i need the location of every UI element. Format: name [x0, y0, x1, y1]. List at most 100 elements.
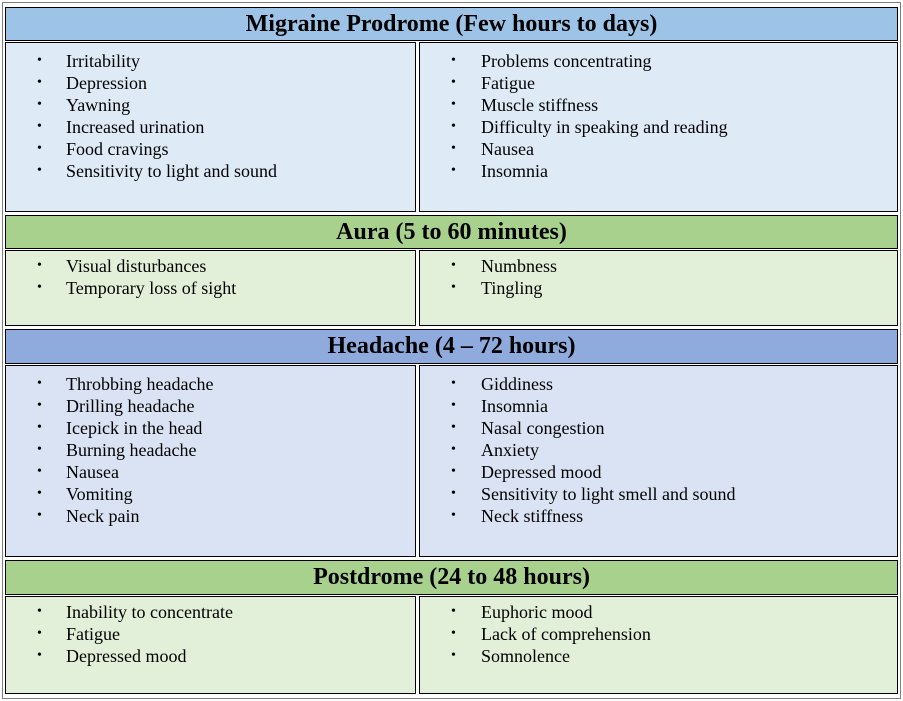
list-item: •Nausea [420, 138, 897, 160]
bullet-icon: • [451, 75, 456, 90]
list-item-text: Neck stiffness [481, 506, 584, 526]
bullet-icon: • [451, 486, 456, 501]
bullet-icon: • [37, 648, 42, 663]
list-item: • Problems concentrating [420, 50, 897, 72]
list-item-text: Sensitivity to light and sound [66, 161, 278, 181]
list-item: • Nasal congestion [420, 417, 897, 439]
list-item-text: Vomiting [66, 484, 133, 504]
section-header-postdrome: Postdrome (24 to 48 hours) [5, 560, 898, 595]
list-item-text: Giddiness [481, 374, 553, 394]
bullet-icon: • [37, 280, 42, 295]
list-item: • Icepick in the head [6, 417, 415, 439]
list-item-text: Irritability [66, 51, 140, 71]
list-item-text: Fatigue [481, 73, 535, 93]
list-item-text: Inability to concentrate [66, 602, 233, 622]
list-item: • Neck stiffness [420, 505, 897, 527]
bullet-icon: • [451, 420, 456, 435]
bullet-icon: • [451, 626, 456, 641]
list-item: •Neck pain [6, 505, 415, 527]
bullet-icon: • [451, 604, 456, 619]
bullet-icon: • [451, 442, 456, 457]
list-item: • Muscle stiffness [420, 94, 897, 116]
list-item: •Numbness [420, 255, 897, 277]
list-item-text: Icepick in the head [66, 418, 203, 438]
list-item-text: Nausea [66, 462, 119, 482]
bullet-icon: • [451, 163, 456, 178]
list-item: •Throbbing headache [6, 373, 415, 395]
aura-left-cell: •Visual disturbances•Temporary loss of s… [5, 250, 416, 326]
list-item: • Nausea [6, 461, 415, 483]
list-item-text: Depressed mood [481, 462, 602, 482]
list-item-text: Throbbing headache [66, 374, 214, 394]
list-item-text: Increased urination [66, 117, 205, 137]
bullet-icon: • [451, 280, 456, 295]
list-item-text: Muscle stiffness [481, 95, 599, 115]
list-item-text: Nasal congestion [481, 418, 605, 438]
prodrome-right-list: • Problems concentrating • Fatigue • Muscle s… [420, 50, 897, 182]
bullet-icon: • [451, 97, 456, 112]
list-item-text: Depressed mood [66, 646, 187, 666]
list-item: •Food cravings [6, 138, 415, 160]
bullet-icon: • [37, 258, 42, 273]
postdrome-left-cell: •Inability to concentrate • Fatigue • Depres… [5, 596, 416, 694]
prodrome-right-cell: • Problems concentrating • Fatigue • Muscle s… [419, 42, 898, 212]
list-item: •Drilling headache [6, 395, 415, 417]
list-item-text: Temporary loss of sight [66, 278, 237, 298]
list-item: • Giddiness [420, 373, 897, 395]
list-item: • Fatigue [420, 72, 897, 94]
list-item: • Vomiting [6, 483, 415, 505]
bullet-icon: • [37, 75, 42, 90]
bullet-icon: • [37, 486, 42, 501]
list-item: •Difficulty in speaking and reading [420, 116, 897, 138]
bullet-icon: • [37, 163, 42, 178]
bullet-icon: • [37, 626, 42, 641]
postdrome-right-list: •Euphoric mood•Lack of comprehension•Som… [420, 601, 897, 667]
list-item: •Inability to concentrate [6, 601, 415, 623]
list-item-text: Fatigue [66, 624, 120, 644]
list-item: • Somnolence [420, 645, 897, 667]
list-item-text: Insomnia [481, 396, 548, 416]
aura-right-cell: •Numbness•Tingling [419, 250, 898, 326]
postdrome-left-list: •Inability to concentrate • Fatigue • Depres… [6, 601, 415, 667]
section-header-aura: Aura (5 to 60 minutes) [5, 215, 898, 249]
list-item: •Yawning [6, 94, 415, 116]
list-item-text: Yawning [66, 95, 131, 115]
list-item-text: Difficulty in speaking and reading [481, 117, 728, 137]
list-item-text: Numbness [481, 256, 557, 276]
list-item-text: Drilling headache [66, 396, 195, 416]
bullet-icon: • [451, 464, 456, 479]
prodrome-left-list: •Irritability•Depression•Yawning•Increas… [6, 50, 415, 182]
list-item: • Temporary loss of sight [6, 277, 415, 299]
list-item-text: Somnolence [481, 646, 570, 666]
list-item: • Sensitivity to light and sound [6, 160, 415, 182]
bullet-icon: • [451, 508, 456, 523]
aura-right-list: •Numbness•Tingling [420, 255, 897, 299]
aura-left-list: •Visual disturbances•Temporary loss of s… [6, 255, 415, 299]
bullet-icon: • [37, 420, 42, 435]
bullet-icon: • [37, 119, 42, 134]
bullet-icon: • [451, 376, 456, 391]
list-item: • Anxiety [420, 439, 897, 461]
list-item: •Tingling [420, 277, 897, 299]
list-item-text: Anxiety [481, 440, 539, 460]
section-header-prodrome: Migraine Prodrome (Few hours to days) [5, 7, 898, 41]
list-item: • Irritability [6, 50, 415, 72]
bullet-icon: • [37, 53, 42, 68]
bullet-icon: • [451, 53, 456, 68]
list-item: • Depressed mood [6, 645, 415, 667]
list-item: • Fatigue [6, 623, 415, 645]
list-item-text: Euphoric mood [481, 602, 593, 622]
list-item: •Insomnia [420, 395, 897, 417]
headache-right-list: •Giddiness•Insomnia•Nasal congestion•Anx… [420, 373, 897, 527]
list-item: •Insomnia [420, 160, 897, 182]
bullet-icon: • [451, 648, 456, 663]
bullet-icon: • [37, 141, 42, 156]
list-item: •Burning headache [6, 439, 415, 461]
bullet-icon: • [37, 464, 42, 479]
bullet-icon: • [451, 141, 456, 156]
list-item: •Sensitivity to light smell and sound [420, 483, 897, 505]
section-header-headache: Headache (4 – 72 hours) [5, 329, 898, 364]
list-item-text: Problems concentrating [481, 51, 652, 71]
list-item: •Depression [6, 72, 415, 94]
